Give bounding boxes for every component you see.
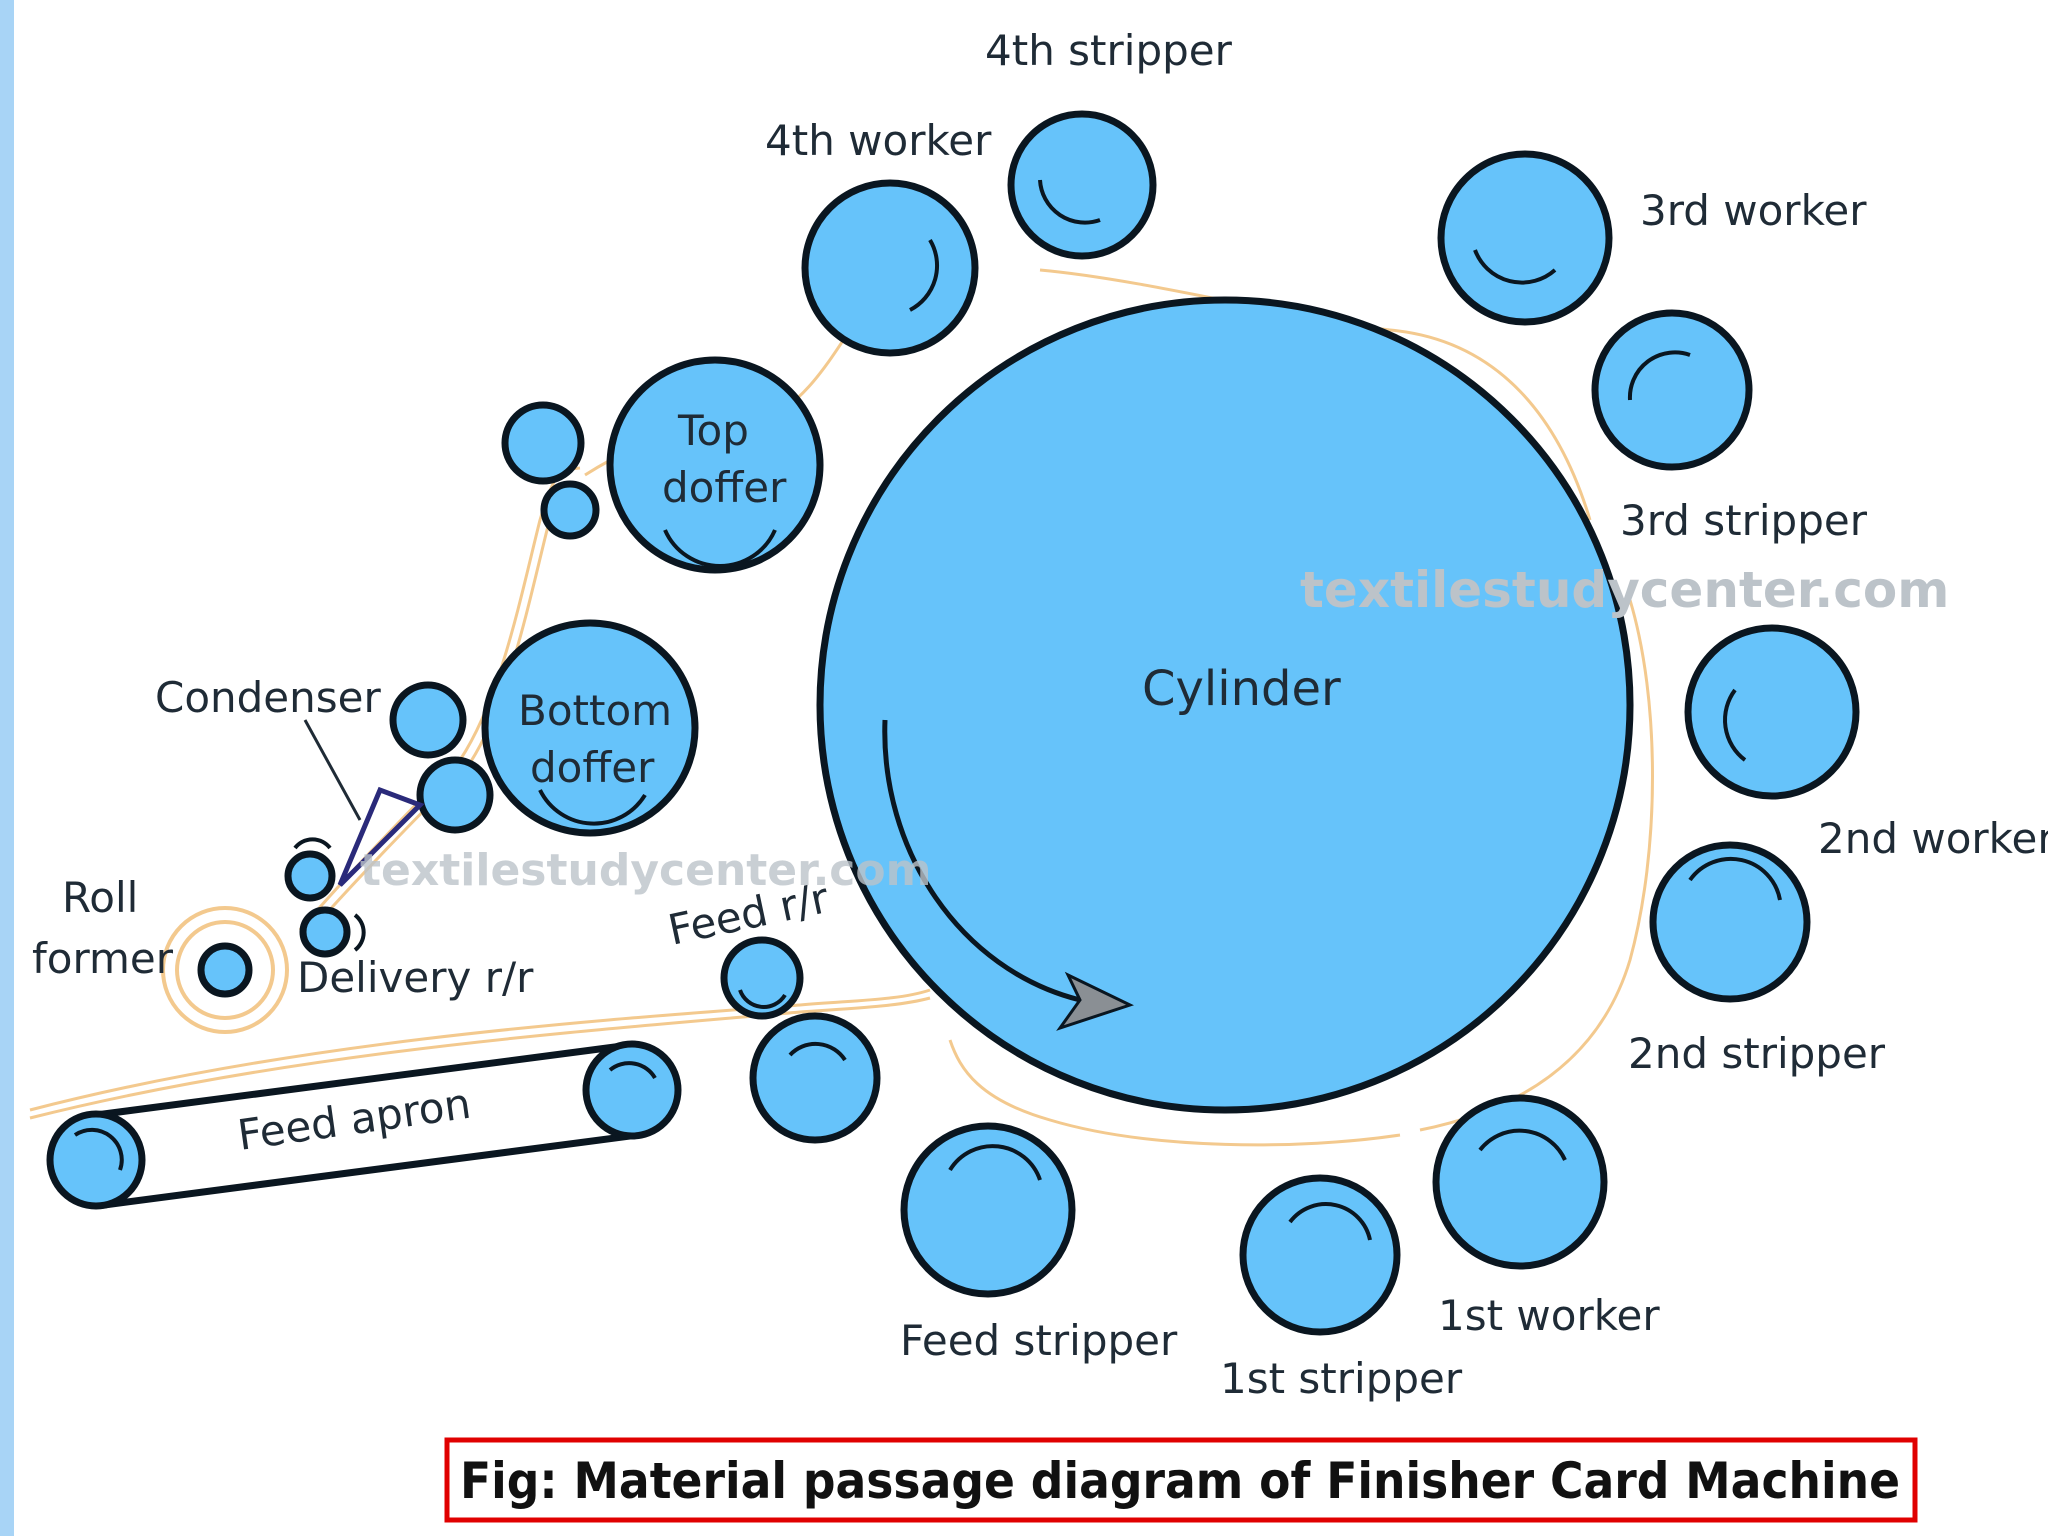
label-third-worker: 3rd worker [1640, 186, 1867, 235]
label-second-worker: 2nd worker [1818, 814, 2048, 863]
delivery-roll-upper [284, 850, 336, 902]
watermark-text: textilestudycenter.com [1300, 561, 1949, 619]
label-delivery: Delivery r/r [297, 953, 534, 1002]
condenser-roll-lower [416, 756, 494, 834]
top-crush-roll-lower [540, 480, 600, 540]
top-doffer [606, 356, 824, 574]
rotation-arrow-icon [948, 1144, 1042, 1181]
caption-box [444, 1437, 1918, 1523]
condenser-trumpet-icon [337, 786, 425, 887]
label-first-worker: 1st worker [1438, 1291, 1660, 1340]
label-fourth-stripper: 4th stripper [985, 26, 1233, 75]
rotation-arrow-icon [538, 789, 647, 826]
watermark-text-secondary: textilestudycenter.com [360, 845, 931, 896]
feed-roll-upper [720, 936, 804, 1020]
condenser-roll-upper [389, 681, 467, 759]
fourth-worker-roll [801, 179, 979, 357]
label-fourth-worker: 4th worker [765, 116, 992, 165]
third-stripper-roll [1591, 309, 1753, 471]
label-roll-former-1: Roll [62, 873, 138, 922]
delivery-roll-lower [299, 906, 351, 958]
second-stripper-roll [1649, 841, 1811, 1003]
label-condenser: Condenser [155, 673, 381, 722]
figure-caption: Fig: Material passage diagram of Finishe… [460, 1452, 1900, 1510]
label-roll-former-2: former [32, 934, 174, 983]
rotation-arrow-icon [909, 238, 939, 312]
feed-roll-lower [749, 1012, 881, 1144]
rotation-arrow-icon [663, 529, 777, 569]
rotation-arrow-icon [738, 989, 787, 1009]
label-top-doffer-2: doffer [662, 463, 787, 512]
fourth-stripper-roll [1007, 110, 1157, 260]
rotation-arrow-icon [353, 913, 366, 952]
third-worker-roll [1437, 150, 1613, 326]
roll-former-lap [161, 906, 289, 1034]
first-stripper-roll [1239, 1174, 1401, 1336]
rotation-arrow-icon [1723, 688, 1747, 762]
rotation-arrow-icon [788, 1041, 847, 1062]
roll-former [197, 942, 253, 998]
condenser-leader-line [303, 719, 362, 821]
bottom-doffer [481, 619, 699, 837]
first-worker-roll [1432, 1094, 1608, 1270]
feed-stripper-roll [900, 1122, 1076, 1298]
rotation-arrow-icon [1473, 249, 1557, 285]
rotation-arrow-icon [1038, 179, 1101, 225]
label-cylinder: Cylinder [1142, 661, 1341, 717]
second-worker-roll [1684, 624, 1860, 800]
label-bottom-doffer-2: doffer [530, 743, 655, 792]
top-crush-roll [501, 401, 585, 485]
label-top-doffer-1: Top [677, 406, 749, 455]
rotation-arrow-icon [1688, 856, 1782, 901]
rotation-arrow-icon [1288, 1202, 1372, 1241]
feed-apron [46, 1040, 682, 1210]
roll-former-lap-inner [175, 920, 275, 1020]
rotation-arrow-icon [1627, 350, 1691, 401]
rotation-arrow-icon [293, 837, 332, 850]
label-third-stripper: 3rd stripper [1620, 496, 1868, 545]
cylinder [816, 296, 1634, 1114]
label-first-stripper: 1st stripper [1220, 1354, 1463, 1403]
cylinder-direction-arrow [882, 719, 1134, 1031]
label-second-stripper: 2nd stripper [1628, 1029, 1886, 1078]
left-border-strip [0, 0, 14, 1536]
label-feed-stripper: Feed stripper [900, 1316, 1178, 1365]
label-bottom-doffer-1: Bottom [518, 686, 672, 735]
rotation-arrow-icon [1478, 1128, 1567, 1161]
